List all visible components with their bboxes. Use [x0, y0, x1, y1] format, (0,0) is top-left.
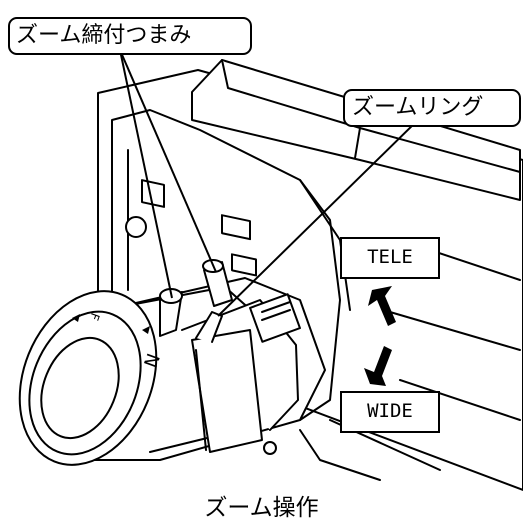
tele-label: TELE	[367, 246, 413, 268]
zoom-lock-knob-leader	[119, 49, 217, 273]
mount-screw	[263, 441, 277, 455]
camera-top-ridge	[221, 59, 361, 159]
tele-label-box	[340, 237, 440, 279]
bracket-tab	[231, 253, 257, 277]
zoom-ring-callout-box	[343, 89, 521, 127]
tele-arrow-icon	[368, 286, 396, 326]
lens-clip-housing	[191, 329, 263, 453]
wide-label-box	[340, 391, 440, 433]
zoom-ring-leader	[217, 117, 421, 317]
mount-screw	[125, 216, 147, 238]
zoom-lock-knob-label: ズーム締付つまみ	[16, 23, 192, 48]
zoom-ring-label: ズームリング	[352, 95, 484, 120]
wide-label: WIDE	[367, 400, 413, 422]
bracket-tab	[221, 214, 251, 241]
zoom-lock-knob-callout-box	[8, 17, 252, 55]
zoom-lock-knob-leader-2	[119, 49, 173, 299]
lens-front-inner	[40, 336, 120, 440]
lens-far-mark: F	[87, 311, 103, 322]
connector-block	[249, 293, 301, 343]
figure-caption: ズーム操作	[204, 495, 319, 521]
wide-arrow-icon	[364, 346, 392, 386]
lens-index-triangle	[72, 314, 80, 322]
lens-index-triangle	[142, 326, 150, 334]
